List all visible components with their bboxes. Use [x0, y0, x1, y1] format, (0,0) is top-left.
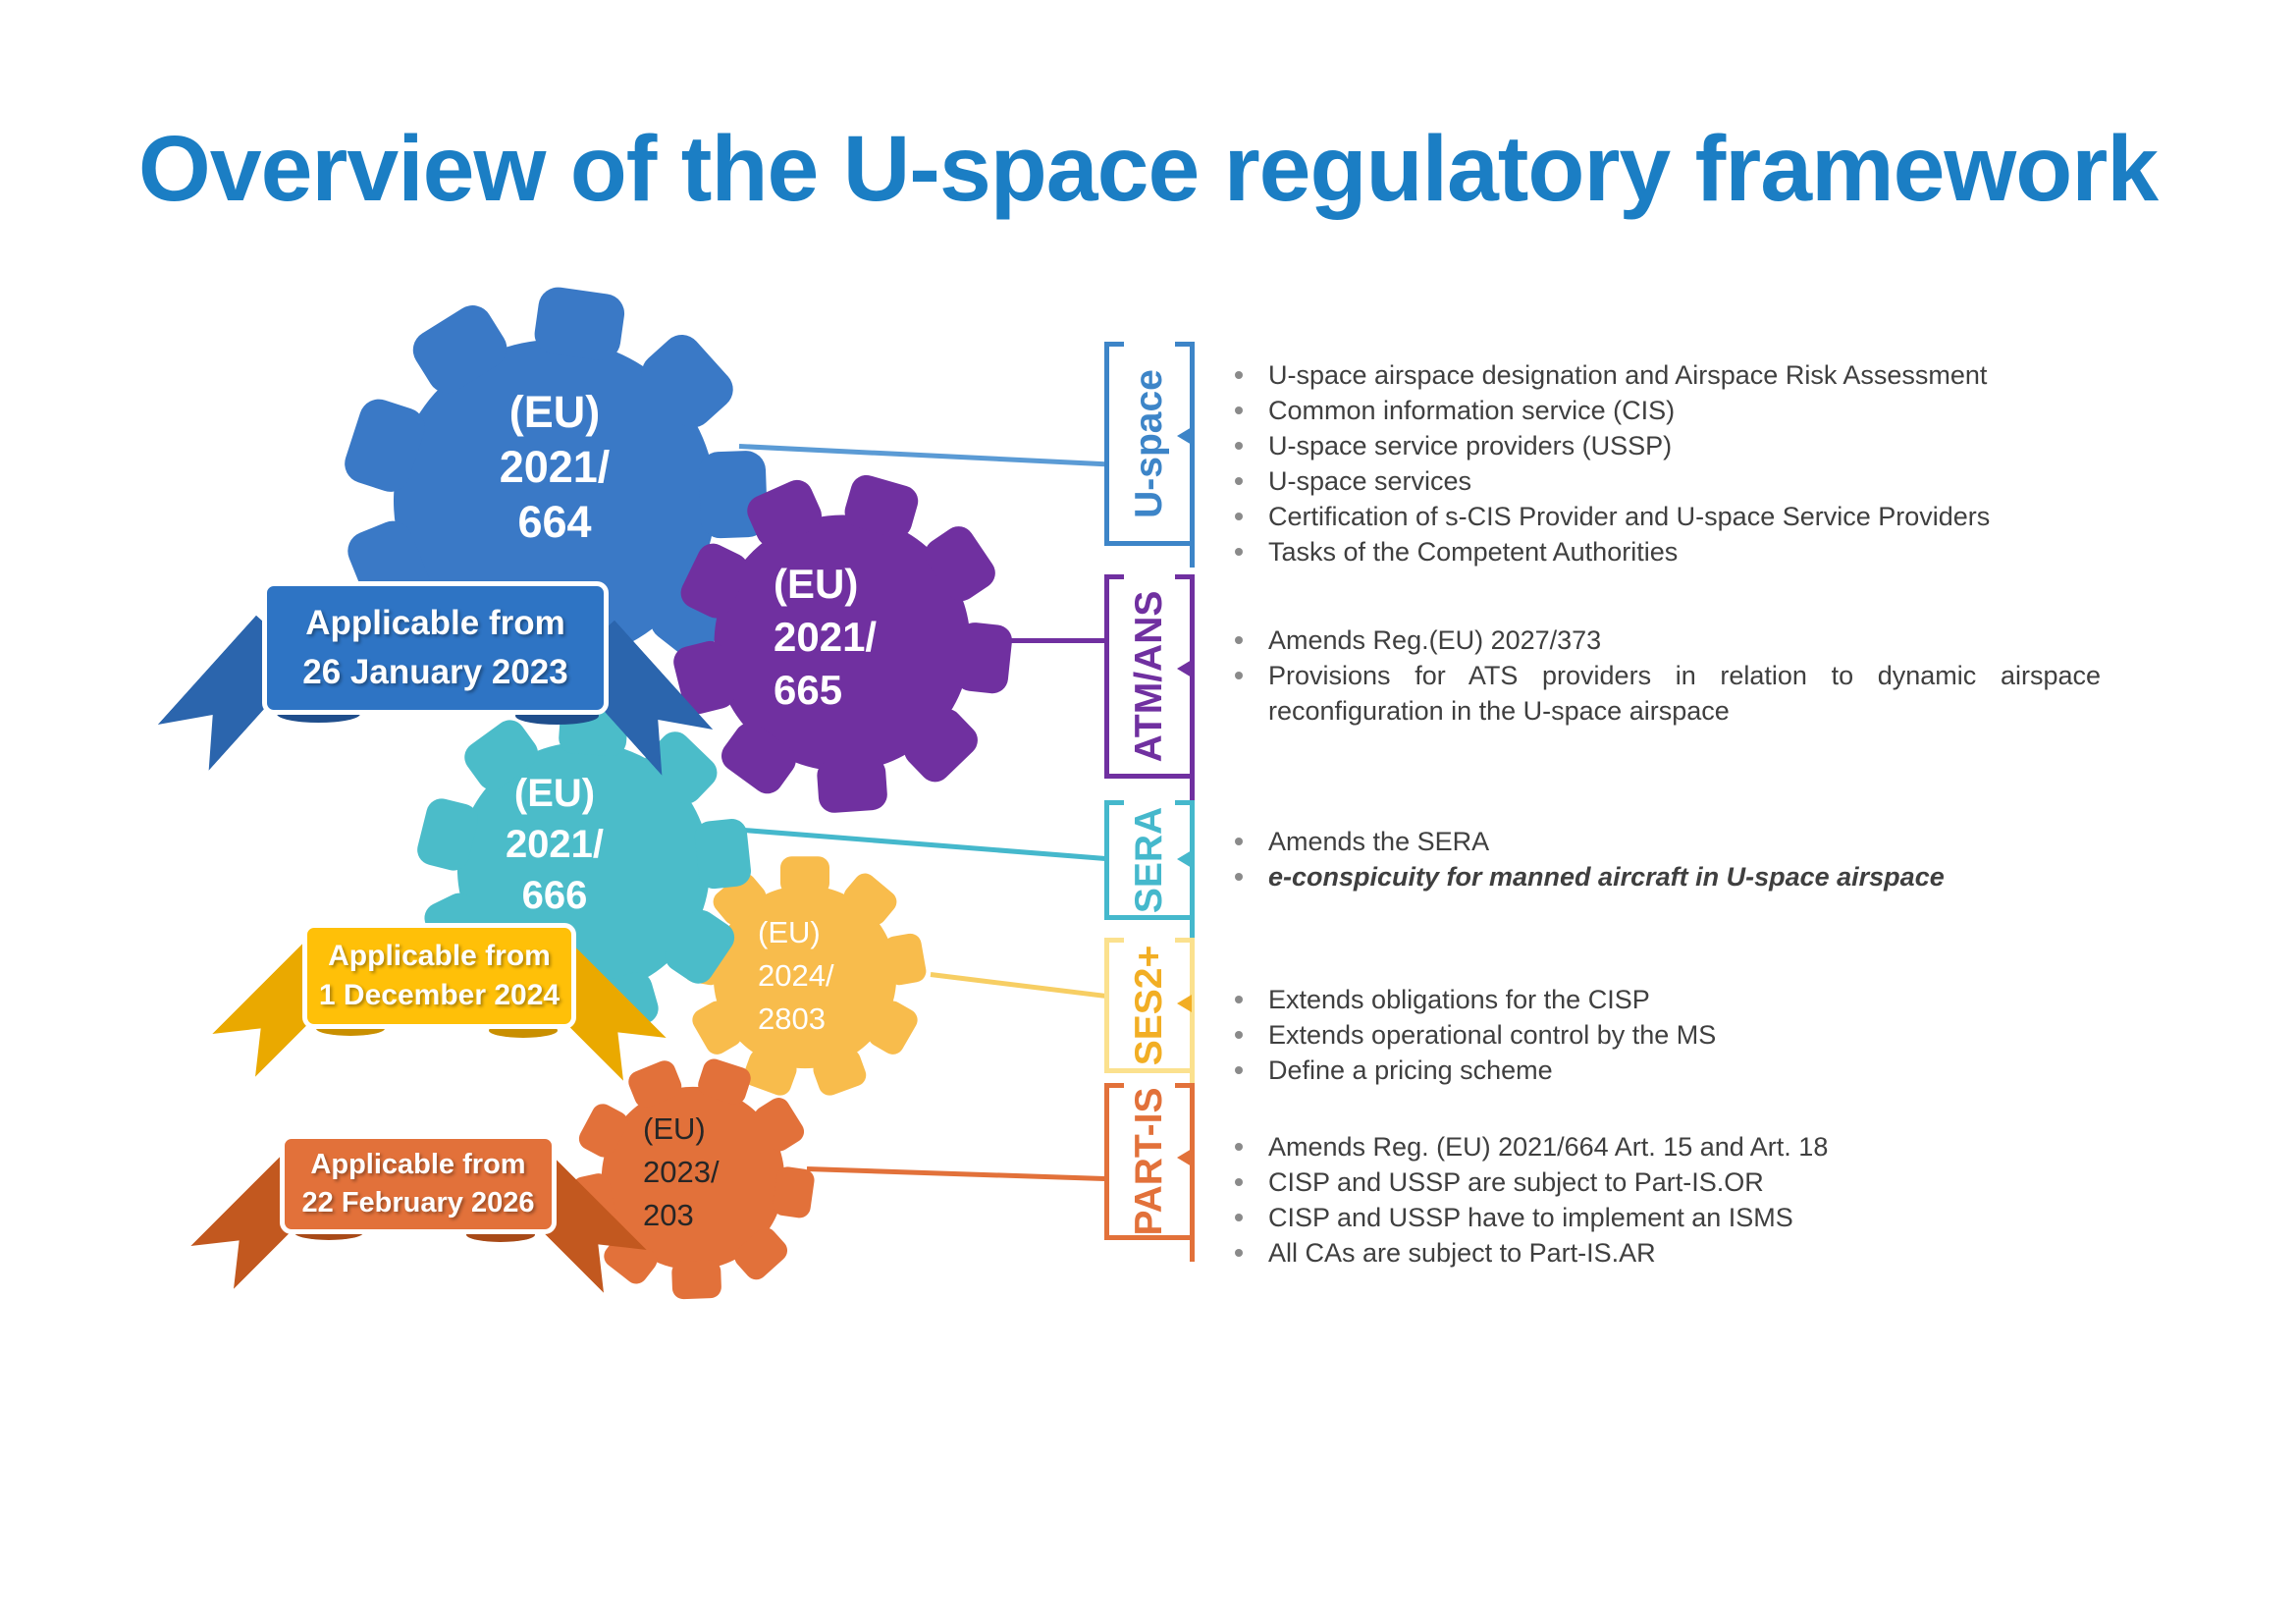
bullet-icon [1235, 371, 1243, 379]
list-item: All CAs are subject to Part-IS.AR [1235, 1235, 2123, 1271]
gear-label-203: (EU) 2023/ 203 [643, 1111, 720, 1232]
list-item: Amends Reg. (EU) 2021/664 Art. 15 and Ar… [1235, 1129, 2123, 1164]
bullet-icon [1235, 1178, 1243, 1186]
list-item: Amends the SERA [1235, 824, 2123, 859]
list-item: Common information service (CIS) [1235, 393, 2123, 428]
connector-line-atm-ans [923, 638, 1107, 643]
ribbon-applicable-2024: Applicable from 1 December 2024 [302, 923, 576, 1029]
connector-line-ses2 [930, 972, 1108, 1000]
list-item: Define a pricing scheme [1235, 1053, 2123, 1088]
section-label-u-space: U-space [1128, 369, 1170, 518]
list-item: Extends operational control by the MS [1235, 1017, 2123, 1053]
bullet-icon [1235, 1214, 1243, 1221]
bullet-icon [1235, 636, 1243, 644]
bracket-arrow-icon [1177, 660, 1192, 678]
list-item: U-space airspace designation and Airspac… [1235, 357, 2123, 393]
part-is-bullet-list: Amends Reg. (EU) 2021/664 Art. 15 and Ar… [1235, 1129, 2123, 1271]
connector-line-part-is [806, 1166, 1108, 1182]
bracket-arrow-icon [1177, 427, 1192, 446]
atm-ans-bullet-list: Amends Reg.(EU) 2027/373 Provisions for … [1235, 623, 2123, 729]
connector-line-u-space [738, 444, 1108, 467]
bullet-icon [1235, 1031, 1243, 1039]
list-item: e-conspicuity for manned aircraft in U-s… [1235, 859, 2123, 894]
bracket-arrow-icon [1177, 994, 1192, 1012]
sera-bullet-list: Amends the SERA e-conspicuity for manned… [1235, 824, 2123, 894]
gear-label-2803: (EU) 2024/ 2803 [758, 915, 834, 1036]
list-item: Certification of s-CIS Provider and U-sp… [1235, 499, 2123, 534]
gear-label-665: (EU) 2021/ 665 [774, 561, 878, 713]
bullet-icon [1235, 548, 1243, 556]
bullet-icon [1235, 1066, 1243, 1074]
section-bracket-ses2: SES2+ [1104, 938, 1195, 1095]
bracket-arrow-icon [1177, 1149, 1192, 1167]
section-bracket-part-is: PART-IS [1104, 1083, 1195, 1262]
bullet-icon [1235, 477, 1243, 485]
ribbon-applicable-2026: Applicable from 22 February 2026 [280, 1134, 557, 1234]
list-item: U-space services [1235, 463, 2123, 499]
gear-label-666: (EU) 2021/ 666 [505, 772, 605, 917]
bullet-icon [1235, 838, 1243, 845]
ses2-bullet-list: Extends obligations for the CISP Extends… [1235, 982, 2123, 1088]
bullet-icon [1235, 406, 1243, 414]
section-label-sera: SERA [1128, 806, 1170, 914]
bullet-icon [1235, 1249, 1243, 1257]
bullet-icon [1235, 442, 1243, 450]
bullet-icon [1235, 672, 1243, 679]
page-title: Overview of the U-space regulatory frame… [137, 117, 2159, 221]
bracket-arrow-icon [1177, 850, 1192, 869]
list-item: Amends Reg.(EU) 2027/373 [1235, 623, 2123, 658]
section-label-ses2: SES2+ [1128, 945, 1170, 1066]
section-label-part-is: PART-IS [1128, 1087, 1170, 1236]
list-item: CISP and USSP are subject to Part-IS.OR [1235, 1164, 2123, 1200]
ribbon-applicable-2023: Applicable from 26 January 2023 [262, 581, 609, 715]
u-space-bullet-list: U-space airspace designation and Airspac… [1235, 357, 2123, 569]
list-item: Tasks of the Competent Authorities [1235, 534, 2123, 569]
list-item: Extends obligations for the CISP [1235, 982, 2123, 1017]
section-label-atm-ans: ATM/ANS [1128, 590, 1170, 763]
bullet-icon [1235, 513, 1243, 520]
section-bracket-atm-ans: ATM/ANS [1104, 574, 1195, 800]
list-item: U-space service providers (USSP) [1235, 428, 2123, 463]
section-bracket-sera: SERA [1104, 800, 1195, 942]
bullet-icon [1235, 996, 1243, 1003]
list-item: CISP and USSP have to implement an ISMS [1235, 1200, 2123, 1235]
section-bracket-u-space: U-space [1104, 342, 1195, 568]
bullet-icon [1235, 1143, 1243, 1151]
bullet-icon [1235, 873, 1243, 881]
gear-label-664: (EU) 2021/ 664 [499, 387, 611, 547]
list-item: Provisions for ATS providers in relation… [1235, 658, 2123, 729]
